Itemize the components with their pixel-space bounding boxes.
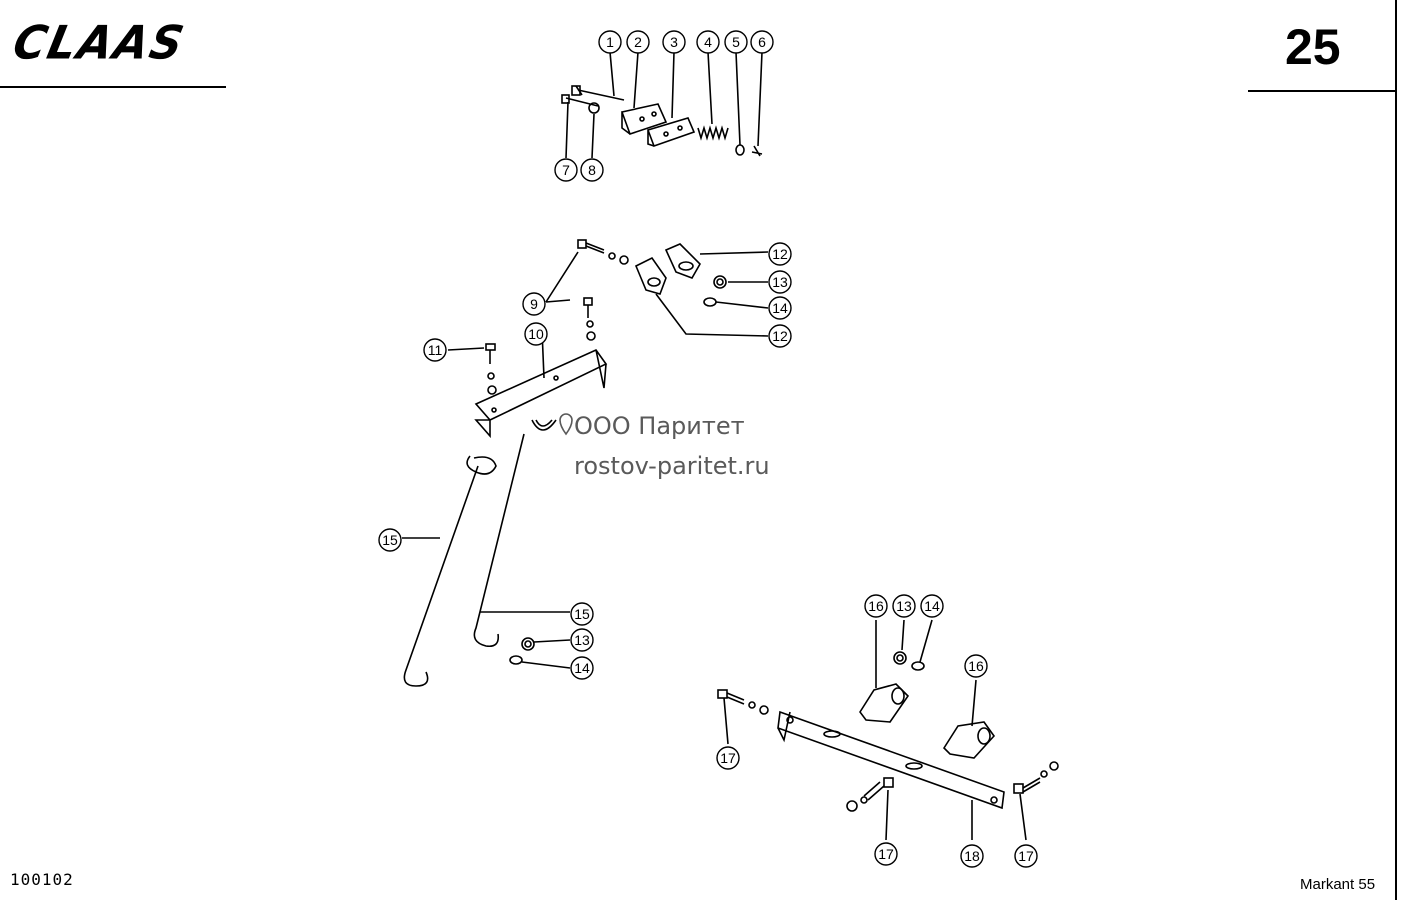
upper-tension-assembly [561, 51, 763, 159]
callout-12-lower: 12 [772, 328, 788, 344]
callout-16-right: 16 [968, 658, 984, 674]
callout-16-left: 16 [868, 598, 884, 614]
callout-8: 8 [588, 162, 596, 178]
callout-18: 18 [964, 848, 980, 864]
header-rule-right [1248, 90, 1396, 92]
callout-12-upper: 12 [772, 246, 788, 262]
callout-13-lower: 13 [574, 632, 590, 648]
page-number: 25 [1285, 19, 1341, 75]
document-code: 100102 [10, 870, 74, 889]
lower-beam-assembly [717, 619, 1059, 841]
callout-14-beam: 14 [924, 598, 940, 614]
callout-9: 9 [530, 296, 538, 312]
callout-labels [378, 30, 1038, 868]
callout-11: 11 [428, 342, 443, 358]
callout-5: 5 [732, 34, 740, 50]
callout-4: 4 [704, 34, 712, 50]
model-name: Markant 55 [1300, 876, 1376, 893]
mid-bracket-assembly [402, 239, 769, 687]
watermark-website: rostov-paritet.ru [574, 452, 770, 480]
callout-17-right: 17 [1018, 848, 1034, 864]
callout-15-left: 15 [382, 532, 398, 548]
callout-6: 6 [758, 34, 766, 50]
callout-1: 1 [606, 34, 614, 50]
callout-15-right: 15 [574, 606, 590, 622]
callout-13-beam: 13 [896, 598, 912, 614]
callout-17-bottom: 17 [878, 846, 894, 862]
callout-2: 2 [634, 34, 642, 50]
callout-7: 7 [562, 162, 570, 178]
header-rule-left [0, 86, 226, 88]
location-pin-icon [559, 413, 573, 436]
callout-14-mid: 14 [772, 300, 788, 316]
callout-10: 10 [528, 326, 544, 342]
callout-14-lower: 14 [574, 660, 590, 676]
page-border [1395, 0, 1397, 900]
callout-3: 3 [670, 34, 678, 50]
callout-numbers: 1 2 3 4 5 6 7 8 9 10 11 12 12 13 14 15 1… [382, 34, 1034, 864]
watermark-company: ООО Паритет [574, 412, 745, 440]
callout-13-mid: 13 [772, 274, 788, 290]
callout-17-left: 17 [720, 750, 736, 766]
